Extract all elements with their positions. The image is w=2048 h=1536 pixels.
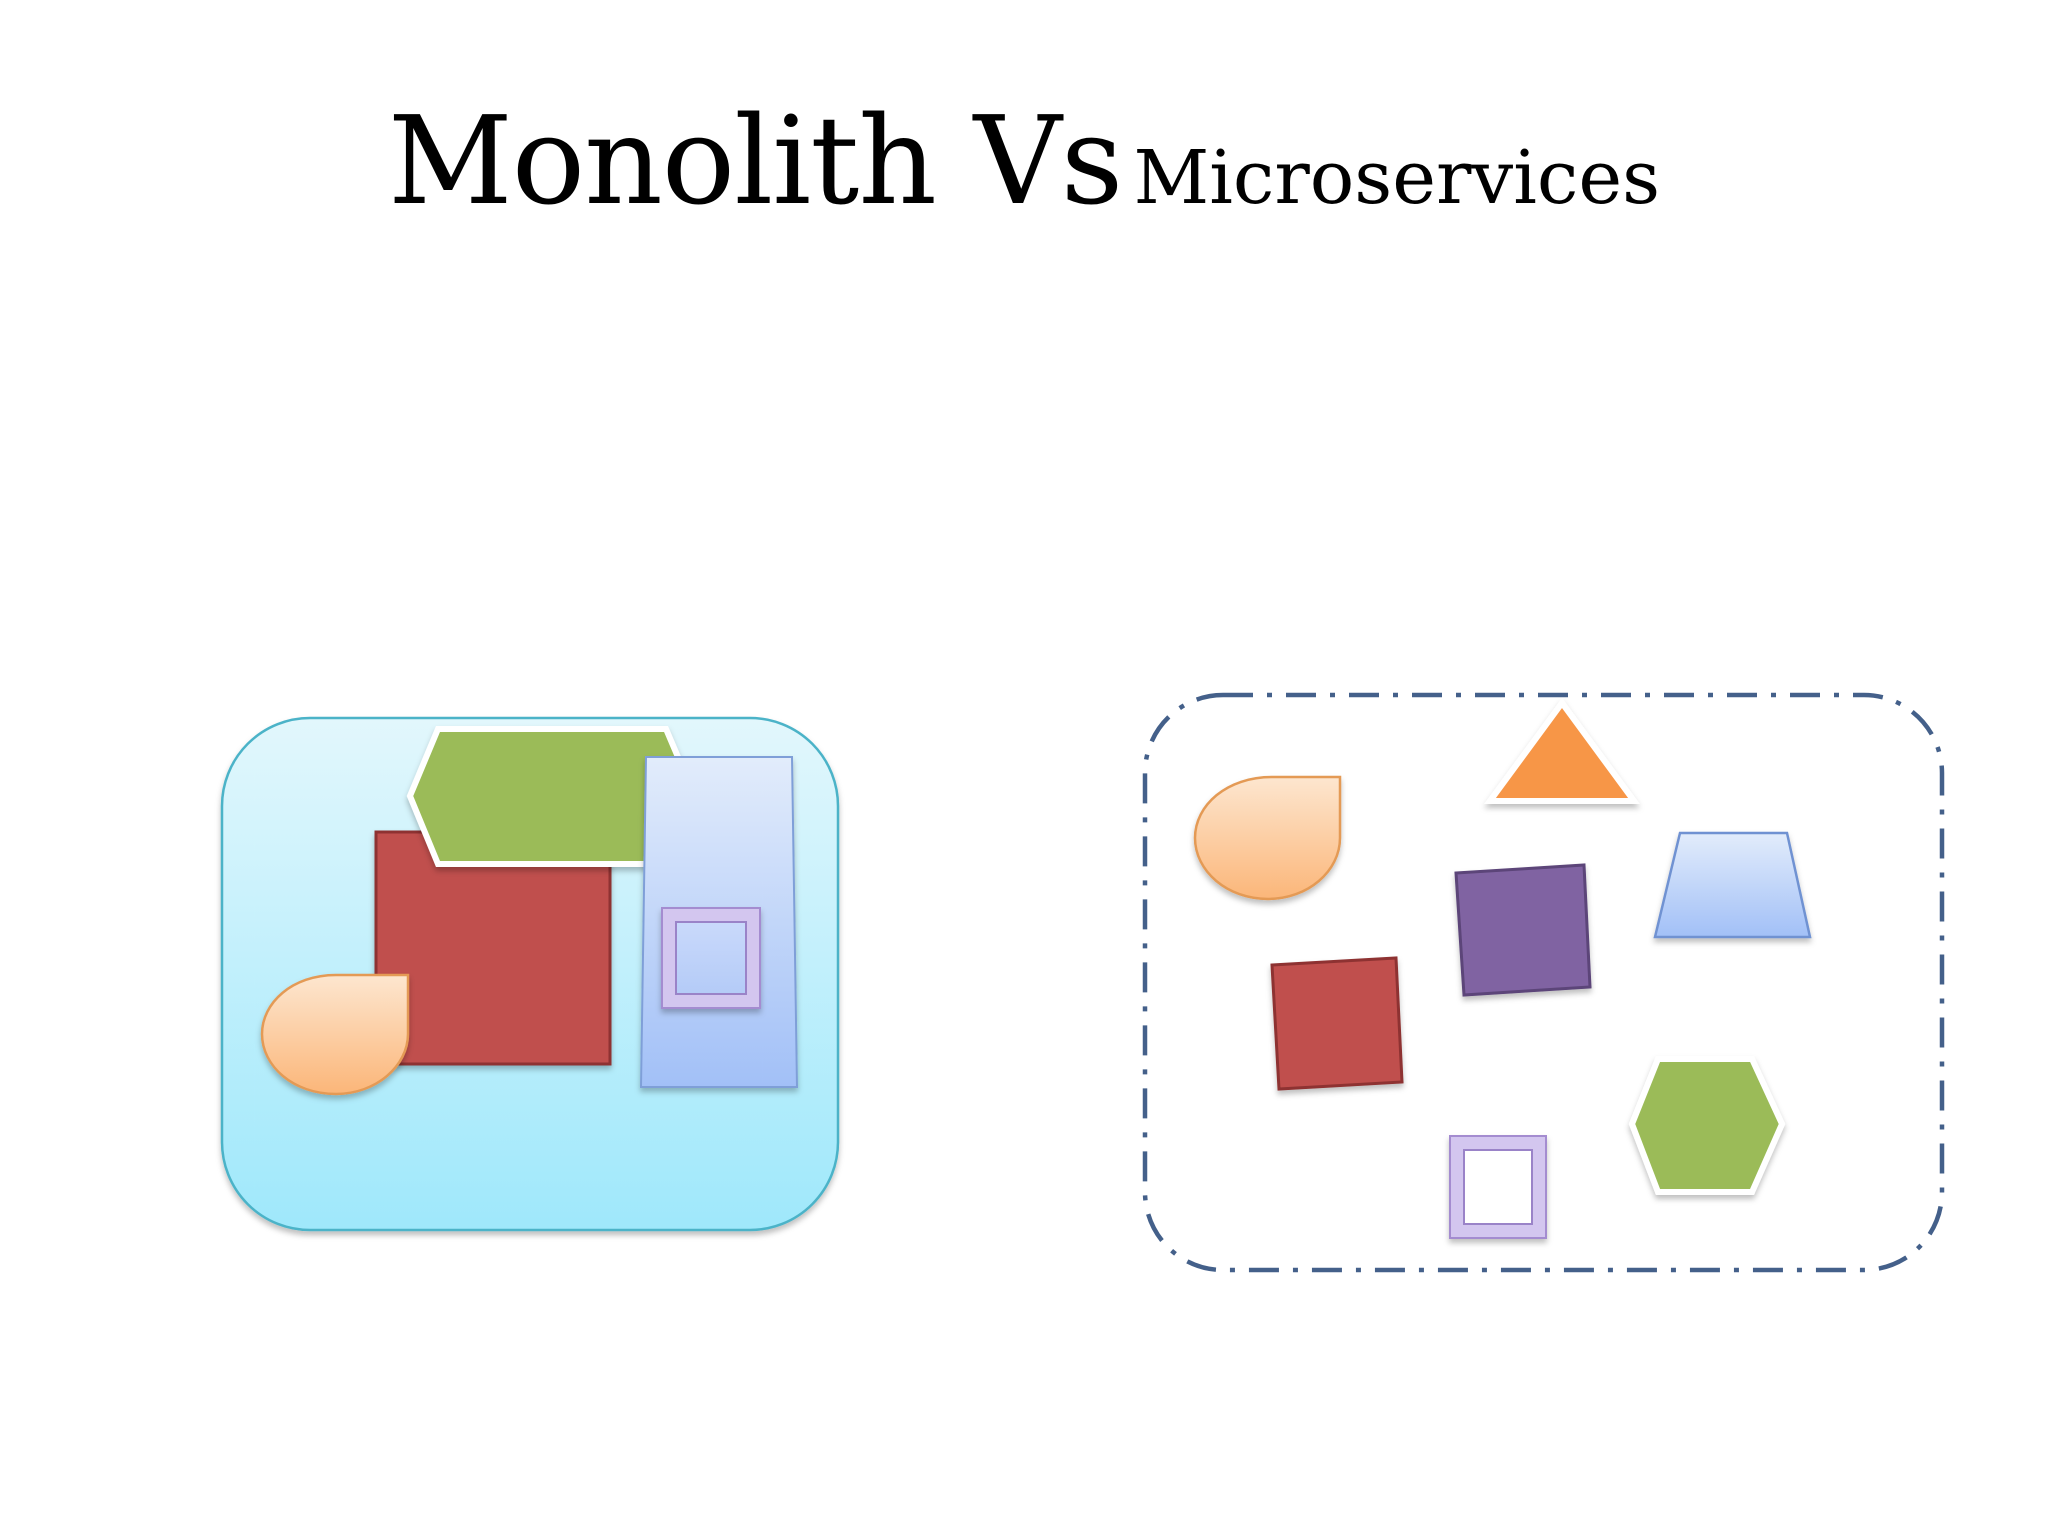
monolith-purple-frame <box>661 907 761 1009</box>
micro-orange-triangle <box>1484 697 1640 804</box>
microservices-boundary <box>1142 692 1945 1273</box>
micro-blue-trapezoid <box>1653 831 1812 939</box>
monolith-red-square <box>374 830 612 1066</box>
micro-purple-frame <box>1449 1135 1547 1239</box>
monolith-group <box>220 716 840 1232</box>
monolith-orange-drop <box>260 973 410 1096</box>
micro-green-hexagon <box>1628 1056 1786 1195</box>
micro-red-square <box>1270 956 1404 1091</box>
title-sub: Microservices <box>1133 135 1661 221</box>
micro-purple-square <box>1454 863 1592 997</box>
slide-title: Monolith Vs Microservices <box>0 100 2048 222</box>
title-main: Monolith Vs <box>387 90 1124 232</box>
micro-orange-drop <box>1193 775 1342 901</box>
microservices-group <box>1142 692 1945 1273</box>
